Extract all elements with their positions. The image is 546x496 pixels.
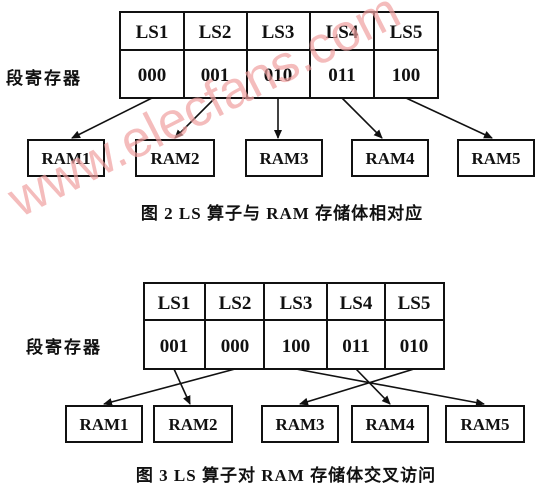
figure1-arrow-ls1-ram1 <box>71 97 153 139</box>
figure2-segment-table: LS1 LS2 LS3 LS4 LS5 001 000 100 011 010 <box>143 282 445 370</box>
figure-2: 段寄存器 LS1 LS2 LS3 LS4 LS5 001 000 100 011… <box>26 282 525 485</box>
figure2-code-cell: 001 <box>160 336 189 357</box>
figure1-ram-label: RAM1 <box>41 149 90 168</box>
figure2-caption: 图 3 LS 算子对 RAM 存储体交叉访问 <box>136 465 436 485</box>
figure1-ram-label: RAM3 <box>259 149 308 168</box>
figure2-ram-label: RAM4 <box>365 415 415 434</box>
figure1-ram-row: RAM1 RAM2 RAM3 RAM4 RAM5 <box>27 139 535 177</box>
figure2-arrow-ls5-ram3 <box>299 368 415 406</box>
figure1-col-header: LS5 <box>390 22 423 43</box>
figure1-col-header: LS1 <box>136 22 169 43</box>
figure2-arrow-ls1-ram2 <box>173 368 191 405</box>
figure1-ram-label: RAM4 <box>365 149 415 168</box>
figure1-arrow-ls5-ram5 <box>405 97 493 139</box>
figure2-ram-box <box>261 405 339 443</box>
figure1-ram-box <box>351 139 429 177</box>
figure1-table-border <box>119 11 439 99</box>
figure2-col-header: LS1 <box>158 293 191 314</box>
figure1-arrows <box>71 97 493 139</box>
figure-1: 段寄存器 LS1 LS2 LS3 LS4 LS5 000 001 010 011… <box>6 11 535 223</box>
figure1-code-cell: 000 <box>138 65 167 86</box>
figure2-code-cell: 000 <box>221 336 250 357</box>
figure2-ram-box <box>153 405 233 443</box>
figure1-ram-box <box>27 139 105 177</box>
figure2-ram-label: RAM1 <box>79 415 128 434</box>
figure1-caption: 图 2 LS 算子与 RAM 存储体相对应 <box>141 203 423 223</box>
figure2-side-label: 段寄存器 <box>26 337 102 357</box>
figure1-col-header: LS2 <box>199 22 232 43</box>
figure2-col-header: LS4 <box>340 293 373 314</box>
figure1-arrow-ls2-ram2 <box>174 97 216 139</box>
figure2-ram-box <box>351 405 429 443</box>
figure2-ram-row: RAM1 RAM2 RAM3 RAM4 RAM5 <box>65 405 525 443</box>
figure2-col-header: LS3 <box>280 293 313 314</box>
figure1-code-cell: 011 <box>328 65 355 86</box>
figure2-col-header: LS5 <box>398 293 431 314</box>
figure2-code-cell: 010 <box>400 336 429 357</box>
figure2-ram-label: RAM3 <box>275 415 324 434</box>
figure1-ram-box <box>245 139 323 177</box>
figure1-code-cell: 001 <box>201 65 230 86</box>
figure2-ram-label: RAM2 <box>168 415 217 434</box>
figure2-ram-box <box>65 405 143 443</box>
figure2-arrow-ls2-ram1 <box>103 368 236 406</box>
figure1-code-cell: 010 <box>264 65 293 86</box>
figure2-code-cell: 100 <box>282 336 311 357</box>
figure1-code-cell: 100 <box>392 65 421 86</box>
figure2-ram-label: RAM5 <box>460 415 509 434</box>
figure2-arrows <box>103 368 485 407</box>
figure2-ram-box <box>445 405 525 443</box>
figure2-arrow-ls4-ram4 <box>355 368 391 405</box>
figure1-ram-label: RAM5 <box>471 149 520 168</box>
figure1-arrow-ls4-ram4 <box>341 97 383 139</box>
figure2-code-cell: 011 <box>342 336 369 357</box>
figure2-table-border <box>143 282 445 370</box>
figure1-segment-table: LS1 LS2 LS3 LS4 LS5 000 001 010 011 100 <box>119 11 439 99</box>
figure2-col-header: LS2 <box>219 293 252 314</box>
figure1-col-header: LS4 <box>326 22 359 43</box>
figure1-ram-label: RAM2 <box>150 149 199 168</box>
figure1-col-header: LS3 <box>262 22 295 43</box>
figure1-side-label: 段寄存器 <box>6 68 82 88</box>
figure1-ram-box <box>135 139 215 177</box>
figure2-arrow-ls3-ram5 <box>295 368 485 407</box>
figure1-ram-box <box>457 139 535 177</box>
